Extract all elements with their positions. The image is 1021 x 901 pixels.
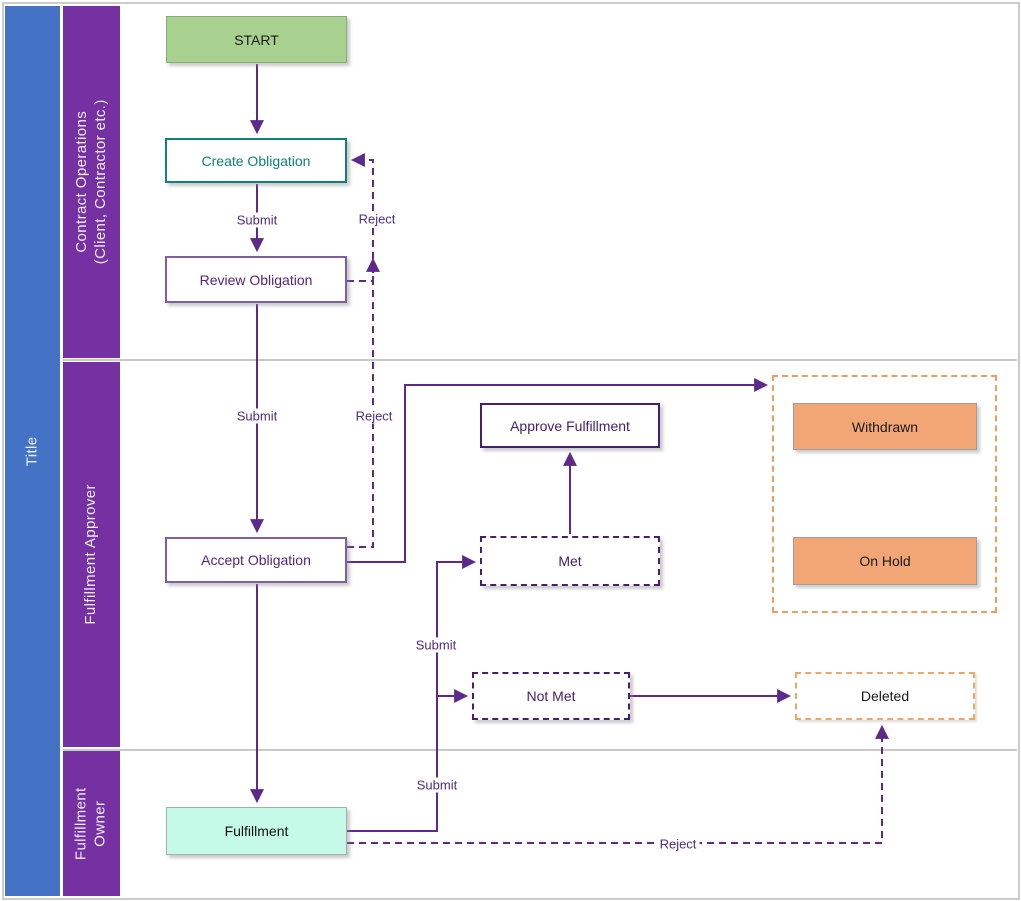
edge-reject-accept-to-review: [347, 257, 380, 548]
lane-header-fulfillment-approver: Fulfillment Approver: [63, 362, 120, 747]
lane-divider: [63, 359, 1017, 361]
edge-label-submit: Submit: [233, 212, 281, 228]
node-withdrawn[interactable]: Withdrawn: [793, 403, 977, 450]
edge-label-reject: Reject: [656, 836, 700, 852]
edge-label-submit: Submit: [412, 637, 460, 653]
node-not-met[interactable]: Not Met: [472, 672, 630, 720]
edge-accept-to-withdrawn-group: [347, 378, 769, 563]
node-create-obligation[interactable]: Create Obligation: [165, 138, 347, 183]
lane-divider: [63, 749, 1017, 751]
node-met[interactable]: Met: [480, 536, 660, 586]
node-deleted[interactable]: Deleted: [795, 672, 975, 720]
edge-label-submit: Submit: [413, 777, 461, 793]
lane-header-fulfillment-owner: Fulfillment Owner: [63, 751, 120, 896]
edge-reject-fulfillment-to-deleted: [347, 724, 889, 844]
node-start[interactable]: START: [166, 16, 347, 63]
node-review-obligation[interactable]: Review Obligation: [165, 256, 347, 303]
node-on-hold[interactable]: On Hold: [793, 537, 977, 585]
edge-label-reject: Reject: [355, 211, 399, 227]
edge-label-reject: Reject: [352, 408, 396, 424]
end-states-group: [772, 375, 997, 613]
node-approve-fulfillment[interactable]: Approve Fulfillment: [480, 403, 660, 448]
edge-label-submit: Submit: [233, 408, 281, 424]
node-accept-obligation[interactable]: Accept Obligation: [165, 537, 347, 583]
node-fulfillment[interactable]: Fulfillment: [166, 807, 347, 855]
lane-header-contract-operations: Contract Operations (Client, Contractor …: [63, 6, 120, 358]
diagram-title-bar: Title: [5, 6, 60, 896]
